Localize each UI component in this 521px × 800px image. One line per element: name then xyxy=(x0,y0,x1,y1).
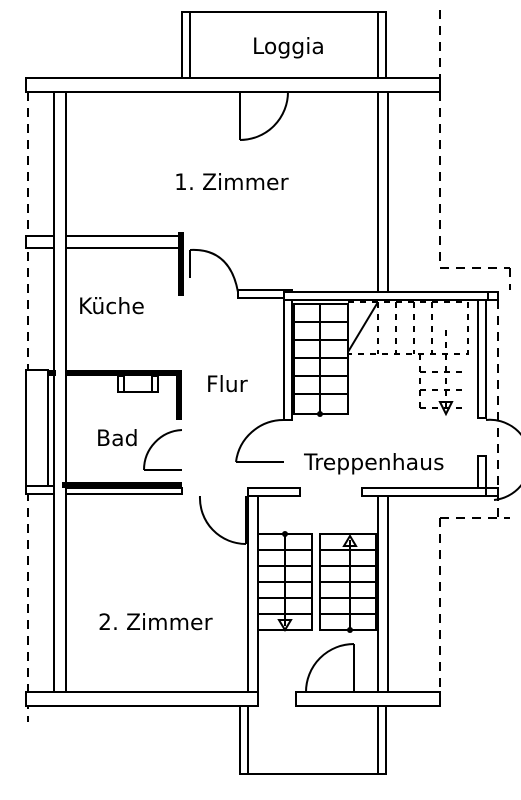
lower-staircase xyxy=(257,531,377,633)
room-label-treppenhaus: Treppenhaus xyxy=(303,451,445,476)
bottom-outer-wall xyxy=(25,691,441,707)
door-bad xyxy=(142,429,183,471)
dashed-outlines xyxy=(27,10,511,722)
top-outer-wall xyxy=(25,77,441,93)
door-treppenhaus-right xyxy=(485,418,521,501)
upper-staircase xyxy=(293,301,469,417)
room-label-flur: Flur xyxy=(206,373,249,398)
right-wall-zimmer1 xyxy=(377,91,389,293)
room-label-loggia: Loggia xyxy=(252,35,325,60)
room-label-bad: Bad xyxy=(96,427,139,452)
wall-flur-top xyxy=(237,289,285,299)
door-kueche xyxy=(189,248,239,293)
room-label-zimmer1: 1. Zimmer xyxy=(174,171,290,196)
room-label-zimmer2: 2. Zimmer xyxy=(98,611,214,636)
door-treppenhaus xyxy=(235,418,285,463)
wall-kueche-bad xyxy=(26,370,182,420)
door-balcony xyxy=(305,643,355,693)
lower-stair-walls xyxy=(247,495,389,693)
door-zimmer1 xyxy=(239,91,289,141)
left-stub-wall xyxy=(25,369,49,489)
wall-zimmer1-kueche xyxy=(25,232,184,296)
door-zimmer2 xyxy=(198,495,247,546)
left-outer-wall xyxy=(53,91,67,693)
bottom-balcony xyxy=(239,705,387,775)
room-label-kueche: Küche xyxy=(78,295,145,320)
treppenhaus-walls xyxy=(247,289,499,497)
wall-bad-bottom xyxy=(25,482,183,495)
